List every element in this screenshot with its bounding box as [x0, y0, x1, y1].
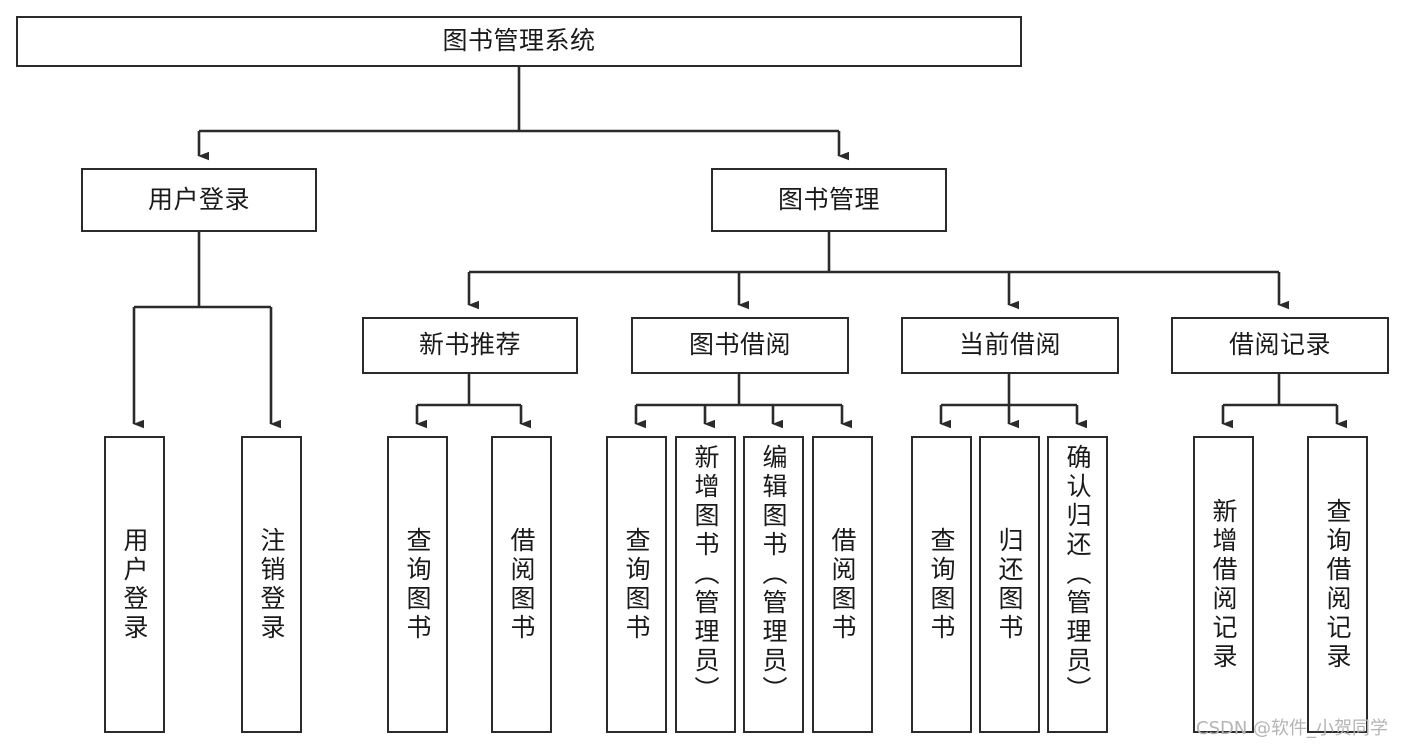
- node-label: 归还图书: [995, 526, 1024, 643]
- node-label: 查询图书: [927, 526, 956, 643]
- node-label: 查询借阅记录: [1323, 497, 1352, 672]
- node-user-login[interactable]: 用户登录: [81, 168, 317, 232]
- leaf-book-borrow-borrow-book[interactable]: 借阅图书: [812, 436, 873, 733]
- node-label: 新增图书（管理员）: [691, 444, 720, 705]
- node-label: 用户登录: [120, 526, 149, 643]
- node-label: 编辑图书（管理员）: [759, 444, 788, 705]
- node-label: 查询图书: [403, 526, 432, 643]
- node-book-borrow[interactable]: 图书借阅: [631, 317, 849, 374]
- leaf-user-login-logout[interactable]: 注销登录: [241, 436, 302, 733]
- leaf-borrow-record-add-record[interactable]: 新增借阅记录: [1193, 436, 1254, 733]
- leaf-book-borrow-query-book[interactable]: 查询图书: [606, 436, 667, 733]
- leaf-borrow-record-query-record[interactable]: 查询借阅记录: [1307, 436, 1368, 733]
- node-label: 借阅记录: [1228, 330, 1331, 360]
- node-label: 借阅图书: [828, 526, 857, 643]
- node-label: 当前借阅: [958, 330, 1061, 360]
- leaf-current-borrow-return-book[interactable]: 归还图书: [979, 436, 1040, 733]
- node-borrow-record[interactable]: 借阅记录: [1171, 317, 1389, 374]
- node-label: 新书推荐: [418, 330, 521, 360]
- leaf-current-borrow-confirm-return-admin[interactable]: 确认归还（管理员）: [1047, 436, 1108, 733]
- leaf-current-borrow-query-book[interactable]: 查询图书: [911, 436, 972, 733]
- node-root-book-management-system[interactable]: 图书管理系统: [16, 16, 1022, 67]
- node-label: 注销登录: [257, 526, 286, 643]
- node-new-book-recommend[interactable]: 新书推荐: [362, 317, 578, 374]
- csdn-watermark: CSDN @软件_小贺同学: [1196, 718, 1389, 739]
- node-label: 图书管理系统: [442, 26, 596, 56]
- leaf-new-book-query-book[interactable]: 查询图书: [387, 436, 448, 733]
- node-label: 借阅图书: [507, 526, 536, 643]
- node-label: 用户登录: [147, 184, 250, 214]
- node-label: 新增借阅记录: [1209, 497, 1238, 672]
- leaf-book-borrow-add-book-admin[interactable]: 新增图书（管理员）: [675, 436, 736, 733]
- node-label: 图书借阅: [688, 330, 791, 360]
- node-label: 图书管理: [777, 184, 880, 214]
- leaf-book-borrow-edit-book-admin[interactable]: 编辑图书（管理员）: [743, 436, 804, 733]
- leaf-user-login-login[interactable]: 用户登录: [104, 436, 165, 733]
- node-label: 查询图书: [622, 526, 651, 643]
- leaf-new-book-borrow-book[interactable]: 借阅图书: [491, 436, 552, 733]
- node-label: 确认归还（管理员）: [1063, 444, 1092, 705]
- node-current-borrow[interactable]: 当前借阅: [901, 317, 1119, 374]
- node-book-management[interactable]: 图书管理: [711, 168, 947, 232]
